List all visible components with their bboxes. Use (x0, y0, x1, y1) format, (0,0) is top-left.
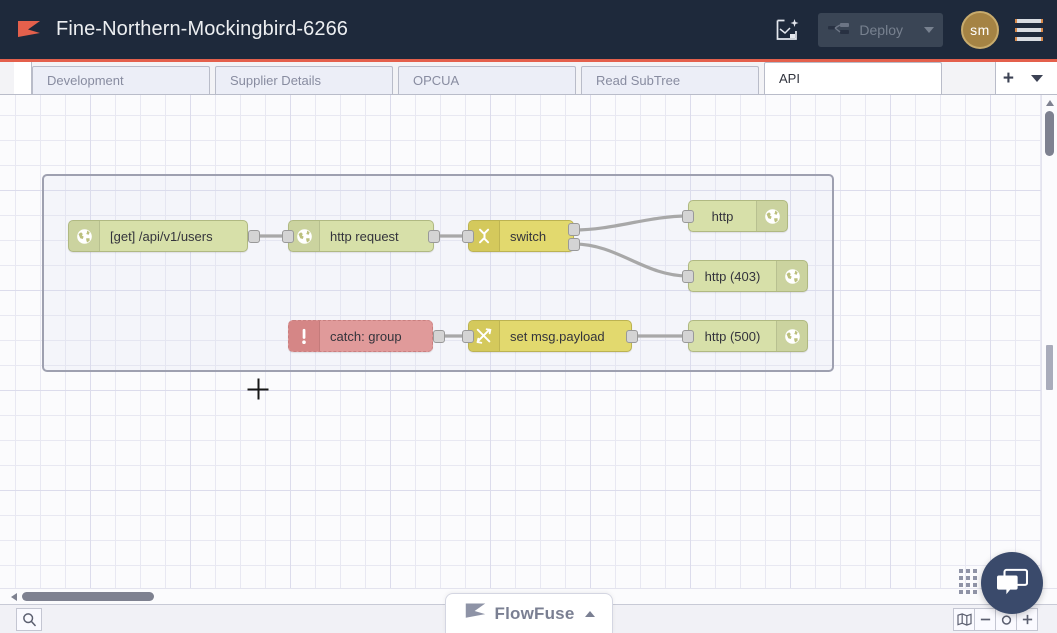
zoom-in-button[interactable] (1016, 608, 1038, 631)
node-label: catch: group (330, 328, 402, 344)
tab-opcua[interactable]: OPCUA (398, 66, 576, 94)
page-title: Fine-Northern-Mockingbird-6266 (56, 18, 349, 40)
globe-icon (289, 221, 320, 251)
deploy-options-button[interactable] (915, 13, 943, 47)
change-icon (469, 321, 500, 351)
node-label: http (403) (704, 268, 761, 284)
vertical-scroll-thumb[interactable] (1045, 111, 1054, 156)
tab-bar-actions: + (994, 62, 1057, 94)
node-input-port[interactable] (282, 230, 294, 243)
tab-label: API (779, 71, 800, 86)
deploy-button[interactable]: Deploy (818, 13, 915, 47)
exclamation-icon (289, 321, 320, 351)
globe-icon (776, 261, 807, 291)
deploy-button-group[interactable]: Deploy (818, 12, 943, 47)
flowfuse-panel-toggle[interactable]: FlowFuse (445, 593, 613, 633)
chevron-down-icon (924, 26, 934, 33)
node-input-port[interactable] (462, 330, 474, 343)
node-input-port[interactable] (682, 270, 694, 283)
node-label: [get] /api/v1/users (110, 228, 213, 244)
search-flows-button[interactable] (16, 608, 42, 631)
node-output-port[interactable] (428, 230, 440, 243)
flow-canvas[interactable]: [get] /api/v1/users http request (0, 95, 1057, 604)
node-http-response-ok[interactable]: http (688, 200, 788, 232)
node-output-port[interactable] (248, 230, 260, 243)
tab-label: Read SubTree (596, 73, 681, 88)
tab-label: Supplier Details (230, 73, 322, 88)
node-catch[interactable]: catch: group (288, 320, 433, 352)
switch-fork-icon (469, 221, 500, 251)
tab-supplier-details[interactable]: Supplier Details (215, 66, 393, 94)
tab-list-menu-button[interactable] (1031, 74, 1043, 82)
node-change-set-payload[interactable]: set msg.payload (468, 320, 632, 352)
node-output-port-1[interactable] (568, 223, 580, 236)
canvas-vertical-scrollbar[interactable] (1041, 95, 1057, 589)
chevron-up-icon (584, 610, 595, 617)
search-icon (22, 613, 36, 627)
globe-icon (776, 321, 807, 351)
zoom-controls (953, 608, 1038, 631)
node-input-port[interactable] (462, 230, 474, 243)
flowfuse-logo-icon (16, 17, 42, 43)
node-label: http (500) (704, 328, 761, 344)
crosshair-cursor (247, 378, 269, 400)
map-navigator-icon (956, 613, 972, 626)
add-flow-button[interactable]: + (1002, 67, 1014, 89)
globe-icon (69, 221, 100, 251)
tab-read-subtree[interactable]: Read SubTree (581, 66, 759, 94)
node-label: http (711, 208, 734, 224)
node-output-port[interactable] (433, 330, 445, 343)
node-switch[interactable]: switch (468, 220, 574, 252)
zoom-reset-icon (1001, 615, 1011, 625)
node-label: http request (330, 228, 399, 244)
node-input-port[interactable] (682, 330, 694, 343)
node-output-port[interactable] (626, 330, 638, 343)
node-http-response-403[interactable]: http (403) (688, 260, 808, 292)
zoom-out-button[interactable] (974, 608, 996, 631)
scroll-arrow-left-icon[interactable] (11, 593, 17, 601)
avatar[interactable]: sm (961, 10, 999, 49)
flowfuse-logo-icon (464, 600, 487, 628)
zoom-out-icon (980, 618, 990, 621)
zoom-in-icon (1022, 614, 1032, 625)
node-input-port[interactable] (682, 210, 694, 223)
hamburger-menu-icon[interactable] (1015, 18, 1043, 41)
flowfuse-panel-label: FlowFuse (494, 603, 575, 623)
deploy-label: Deploy (859, 21, 903, 38)
horizontal-scroll-thumb[interactable] (22, 592, 154, 601)
node-label: switch (510, 228, 547, 244)
tab-label: Development (47, 73, 124, 88)
tab-bar-edge (14, 62, 32, 94)
flow-tab-bar: Development Supplier Details OPCUA Read … (0, 62, 1057, 95)
globe-icon (756, 201, 787, 231)
navigator-button[interactable] (953, 608, 975, 631)
node-http-request[interactable]: http request (288, 220, 434, 252)
node-http-response-500[interactable]: http (500) (688, 320, 808, 352)
scroll-arrow-up-icon[interactable] (1046, 100, 1054, 106)
tab-api[interactable]: API (764, 62, 942, 94)
chat-widget-button[interactable] (981, 552, 1043, 614)
tab-development[interactable]: Development (32, 66, 210, 94)
tab-label: OPCUA (413, 73, 460, 88)
vertical-scroll-thumb-secondary[interactable] (1046, 345, 1053, 390)
node-output-port-2[interactable] (568, 238, 580, 251)
app-header: Fine-Northern-Mockingbird-6266 Deploy (0, 0, 1057, 62)
drag-dots-icon[interactable] (959, 569, 977, 597)
chat-bubbles-icon (997, 568, 1028, 595)
deploy-nodes-icon (828, 22, 850, 34)
ai-flow-sparkle-icon[interactable] (770, 13, 804, 47)
node-label: set msg.payload (510, 328, 605, 344)
node-http-in[interactable]: [get] /api/v1/users (68, 220, 248, 252)
